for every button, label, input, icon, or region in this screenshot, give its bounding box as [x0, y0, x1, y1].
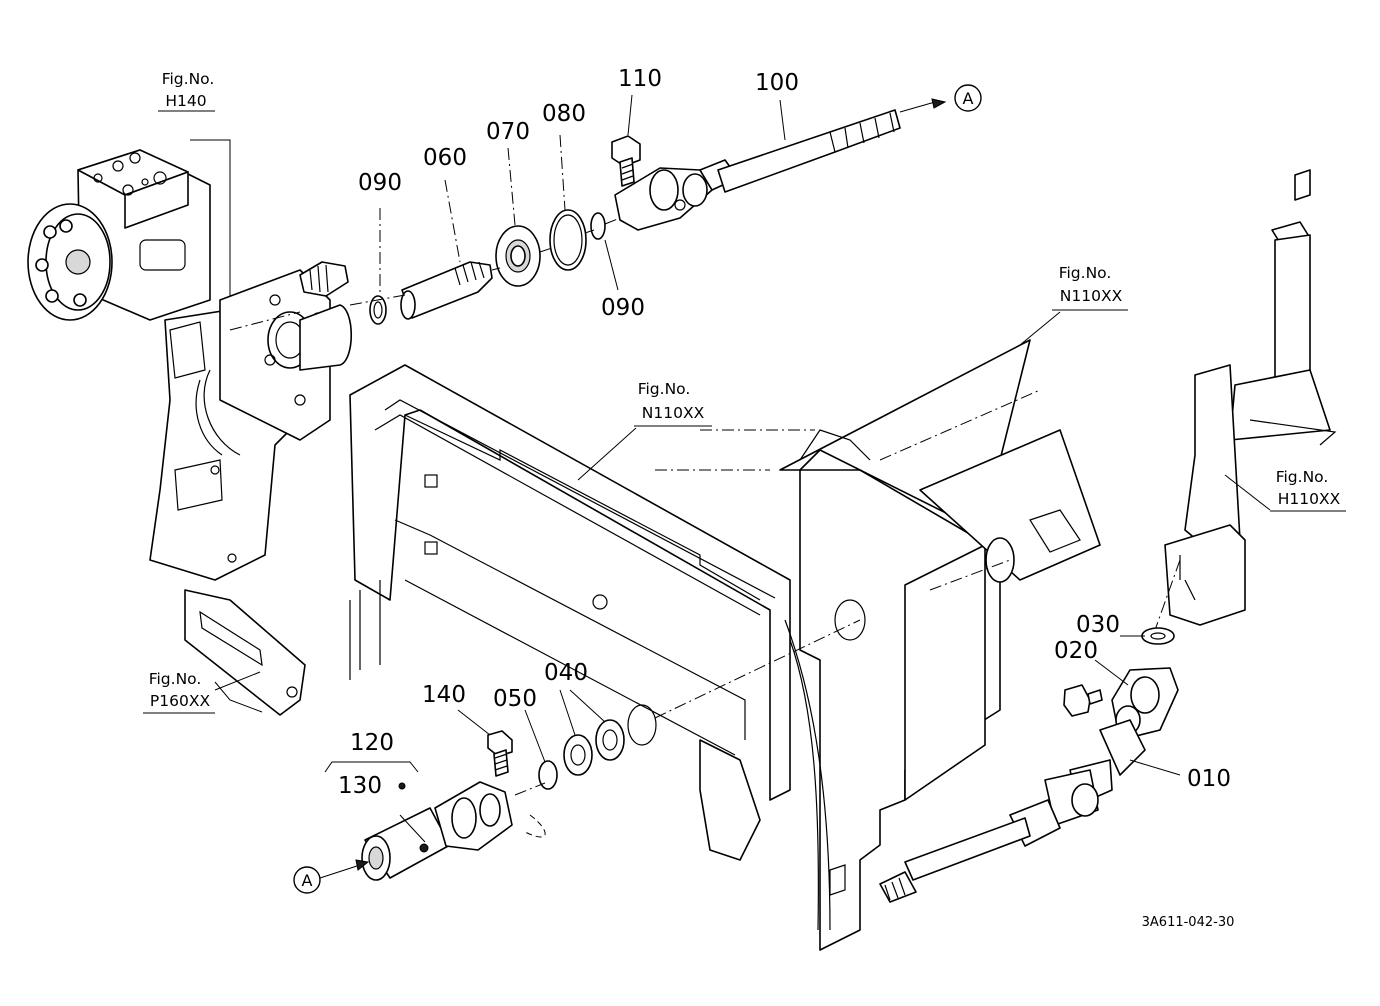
- figure-ref-title: Fig.No.: [149, 670, 202, 688]
- connector-callout-bottom: A: [293, 866, 321, 894]
- part-number-100[interactable]: 100: [755, 70, 799, 96]
- figure-ref-code: P160XX: [150, 692, 211, 710]
- figure-ref-title: Fig.No.: [1059, 264, 1112, 282]
- figure-ref-title: Fig.No.: [162, 70, 215, 88]
- part-number-050[interactable]: 050: [493, 686, 537, 712]
- part-number-090-left[interactable]: 090: [358, 170, 402, 196]
- figure-ref-title: Fig.No.: [638, 380, 691, 398]
- part-number-labels: 110 100 080 070 060 090 090 030 020 010 …: [338, 66, 1231, 799]
- steering-column-drawing: [879, 169, 1337, 903]
- lower-shaft-drawing: [319, 619, 861, 881]
- figure-ref-code: N110XX: [1060, 287, 1123, 305]
- part-number-130[interactable]: 130: [338, 773, 382, 799]
- part-number-040[interactable]: 040: [544, 660, 588, 686]
- mounting-bracket-drawing: [149, 269, 353, 716]
- steering-valve-drawing: [27, 139, 231, 380]
- part-number-070[interactable]: 070: [486, 119, 530, 145]
- part-number-110[interactable]: 110: [618, 66, 662, 92]
- leader-lines: [214, 94, 1271, 843]
- connector-callout-top: A: [954, 84, 982, 112]
- part-number-120[interactable]: 120: [350, 730, 394, 756]
- figure-ref-n110-right[interactable]: Fig.No. N110XX: [1052, 264, 1128, 311]
- part-number-010[interactable]: 010: [1187, 766, 1231, 792]
- figure-ref-h140[interactable]: Fig.No. H140: [158, 70, 215, 112]
- figure-ref-h110[interactable]: Fig.No. H110XX: [1270, 468, 1346, 512]
- connector-letter-bottom: A: [302, 871, 313, 890]
- part-number-090-right[interactable]: 090: [601, 295, 645, 321]
- figure-ref-code: H110XX: [1278, 490, 1341, 508]
- figure-ref-code: N110XX: [642, 404, 705, 422]
- part-number-140[interactable]: 140: [422, 682, 466, 708]
- cab-frame-drawing: [349, 364, 846, 931]
- part-number-080[interactable]: 080: [542, 101, 586, 127]
- figure-ref-n110-center[interactable]: Fig.No. N110XX: [634, 380, 712, 427]
- part-number-030[interactable]: 030: [1076, 612, 1120, 638]
- part-number-060[interactable]: 060: [423, 145, 467, 171]
- upper-shaft-drawing: [229, 98, 947, 331]
- figure-ref-title: Fig.No.: [1276, 468, 1329, 486]
- connector-letter-top: A: [963, 89, 974, 108]
- figure-ref-code: H140: [165, 92, 206, 110]
- part-number-020[interactable]: 020: [1054, 638, 1098, 664]
- right-frame-drawing: [779, 339, 1101, 951]
- figure-ref-p160[interactable]: Fig.No. P160XX: [143, 670, 215, 714]
- drawing-id: 3A611-042-30: [1142, 915, 1235, 930]
